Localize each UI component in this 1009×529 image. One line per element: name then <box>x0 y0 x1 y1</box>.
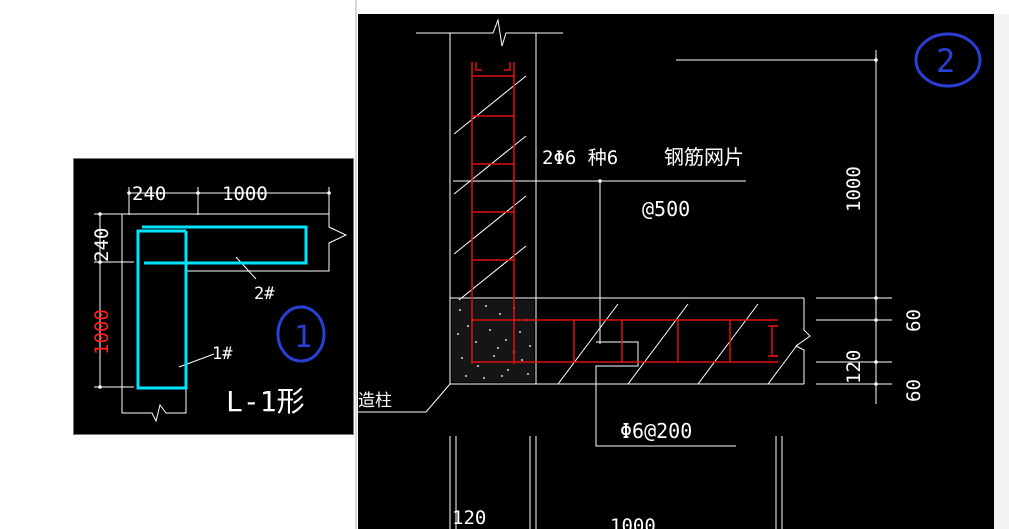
annotation-circle-2: 2 <box>914 32 982 88</box>
wall-outline-lines <box>358 18 892 529</box>
l1-shape-detail-panel: 240 1000 240 1000 2# 1# L-1形 1 <box>73 158 354 435</box>
column-fill <box>452 300 534 382</box>
dim-left-1000: 1000 <box>91 309 113 355</box>
dim-1000-bottom: 1000 <box>610 515 656 529</box>
cyan-rebar-shapes <box>136 225 308 390</box>
shape-name-label: L-1形 <box>226 385 305 418</box>
rebar-1-shape <box>136 229 188 390</box>
wall-rebar-plan-panel: 2Φ6 种6 钢筋网片 @500 1000 60 120 60 造柱 Φ6@20… <box>358 14 994 529</box>
annotation-circle-1: 1 <box>276 305 326 363</box>
dimension-ticks <box>98 191 331 389</box>
top-dimension-lines <box>94 187 348 423</box>
dim-top-1000: 1000 <box>222 183 268 205</box>
stirrup-spec-label: Φ6@200 <box>620 419 692 443</box>
column-label: 造柱 <box>358 391 392 411</box>
dim-120-right: 120 <box>843 350 865 384</box>
dim-vertical-1000: 1000 <box>843 166 865 212</box>
dim-top-240: 240 <box>132 183 166 205</box>
mesh-label: 钢筋网片 <box>664 145 744 169</box>
l1-shape-drawing: 240 1000 240 1000 2# 1# L-1形 1 <box>91 183 348 423</box>
panel-divider <box>355 0 357 529</box>
svg-text:2: 2 <box>936 42 955 80</box>
dimension-dots <box>598 58 878 386</box>
rebar-2-shape <box>142 225 308 265</box>
dim-60-top: 60 <box>903 309 925 332</box>
wall-rebar-drawing: 2Φ6 种6 钢筋网片 @500 1000 60 120 60 造柱 Φ6@20… <box>358 18 982 529</box>
svg-text:1: 1 <box>294 320 312 355</box>
label-2-hash: 2# <box>254 284 275 304</box>
top-white-band <box>357 0 1009 14</box>
rebar-spec-text: 2Φ6 种6 <box>542 147 618 169</box>
spacing-500-label: @500 <box>642 197 690 221</box>
dim-left-240: 240 <box>91 228 113 262</box>
dim-60-bottom: 60 <box>903 379 925 402</box>
red-rebar-ladders <box>471 62 778 364</box>
right-edge-band <box>994 14 1009 529</box>
dim-120-bottom: 120 <box>452 507 486 529</box>
label-1-hash: 1# <box>212 344 233 364</box>
